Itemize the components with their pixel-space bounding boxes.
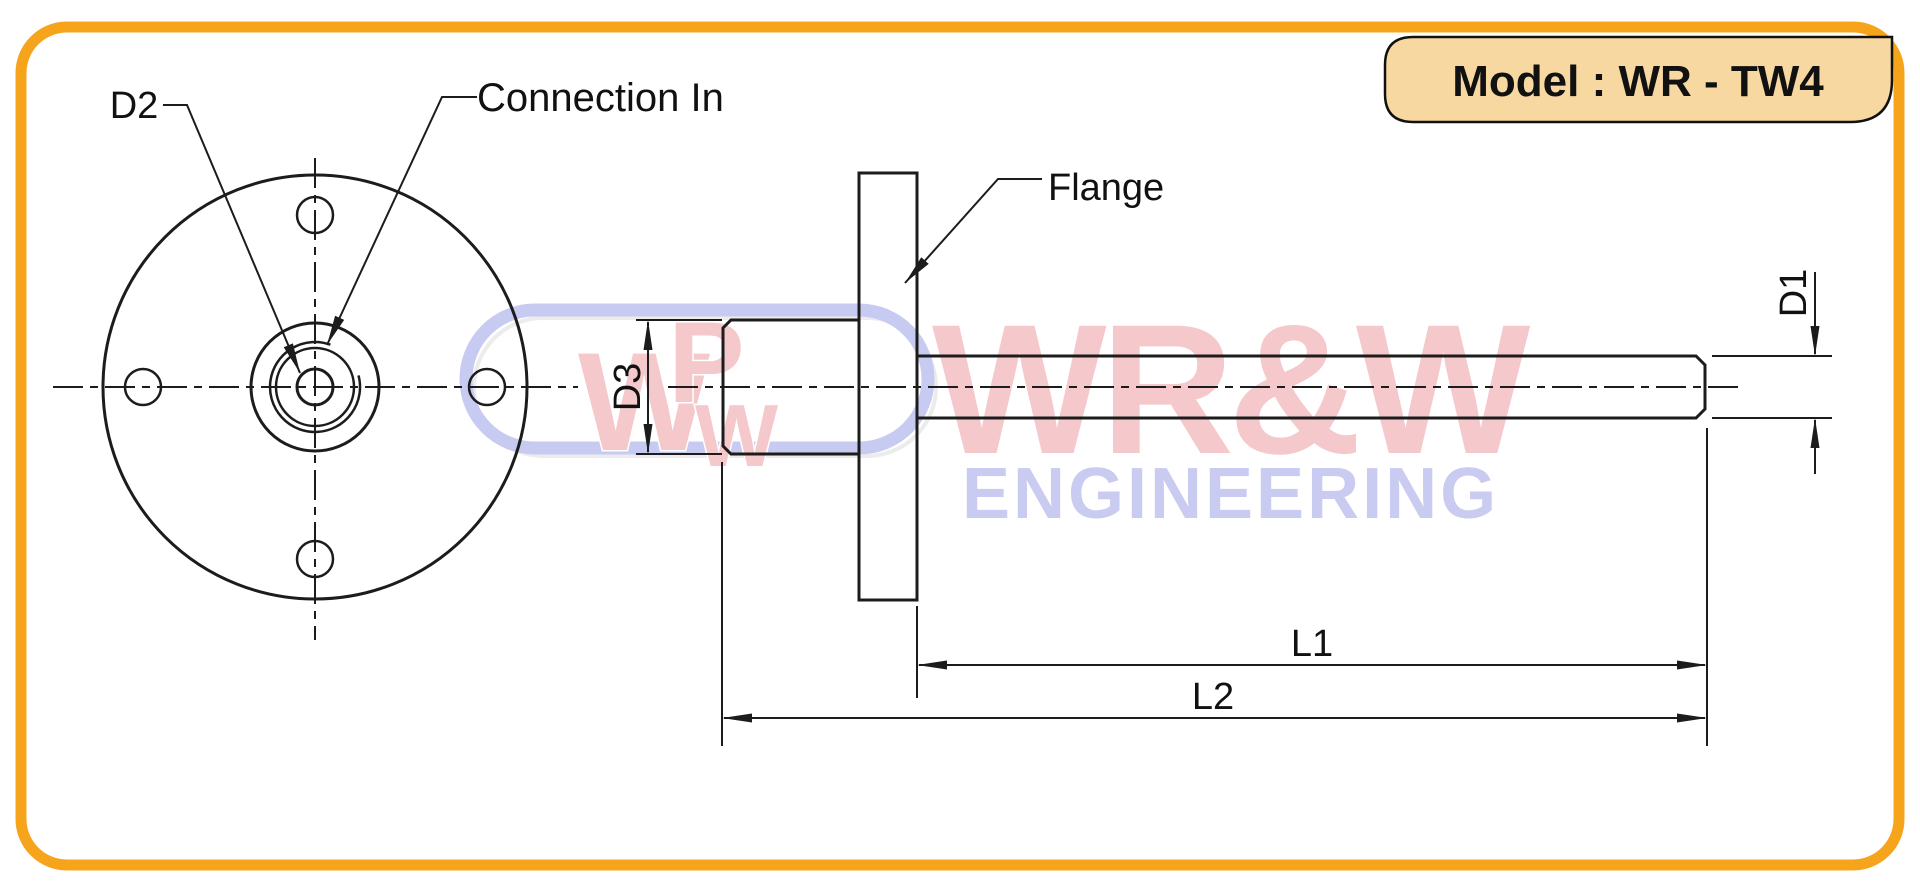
- boss-circle: [249, 321, 381, 453]
- stem: [917, 354, 1707, 420]
- d3-arrow-up: [643, 320, 653, 350]
- thread-major-arc: [268, 340, 362, 434]
- front-view-leaders: [163, 96, 477, 374]
- l1-label: L1: [1291, 623, 1333, 665]
- connection-in-leader-arrowhead: [327, 315, 345, 345]
- d3-arrow-down: [643, 424, 653, 454]
- bore-hole-circle: [295, 367, 335, 407]
- watermark: W P W WR&W ENGINEERING: [459, 285, 1539, 535]
- flange-outer-circle: [101, 173, 529, 601]
- bolt-hole-left: [123, 367, 163, 407]
- l2-label: L2: [1192, 676, 1234, 718]
- watermark-monogram-w2: W: [695, 386, 778, 485]
- l1-arrow-left: [917, 660, 947, 670]
- watermark-subtitle: ENGINEERING: [962, 454, 1499, 534]
- d2-leader: [163, 104, 301, 374]
- d3-label: D3: [607, 363, 649, 412]
- dimensions: [636, 272, 1832, 746]
- model-badge: Model : WR - TW4: [1383, 35, 1894, 124]
- d1-label: D1: [1773, 269, 1815, 318]
- d2-leader-arrowhead: [283, 343, 300, 373]
- dimension-arrowheads: [643, 320, 1820, 723]
- model-badge-background: [1383, 35, 1894, 124]
- flange-plate: [857, 171, 919, 602]
- d1-arrow-down: [1810, 326, 1820, 356]
- flange-leader: [904, 178, 1042, 284]
- l1-arrow-right: [1677, 660, 1707, 670]
- connection-in-label: Connection In: [477, 76, 724, 120]
- d1-arrow-up: [1810, 418, 1820, 448]
- l2-arrow-left: [722, 713, 752, 723]
- watermark-capsule: [459, 303, 935, 455]
- front-view: [53, 158, 578, 640]
- model-badge-label: Model : WR - TW4: [1452, 57, 1824, 106]
- l2-arrow-right: [1677, 713, 1707, 723]
- bolt-hole-bottom: [295, 539, 335, 579]
- bolt-hole-right: [467, 367, 507, 407]
- bolt-hole-top: [295, 195, 335, 235]
- side-view: [668, 171, 1745, 602]
- watermark-wordmark: WR&W: [932, 287, 1531, 493]
- flange-leader-arrowhead: [905, 257, 929, 283]
- page-border: [15, 21, 1905, 871]
- thread-minor-circle: [274, 346, 356, 428]
- flange-label: Flange: [1048, 167, 1164, 209]
- d2-label: D2: [110, 85, 159, 127]
- connection-in-leader: [326, 96, 477, 346]
